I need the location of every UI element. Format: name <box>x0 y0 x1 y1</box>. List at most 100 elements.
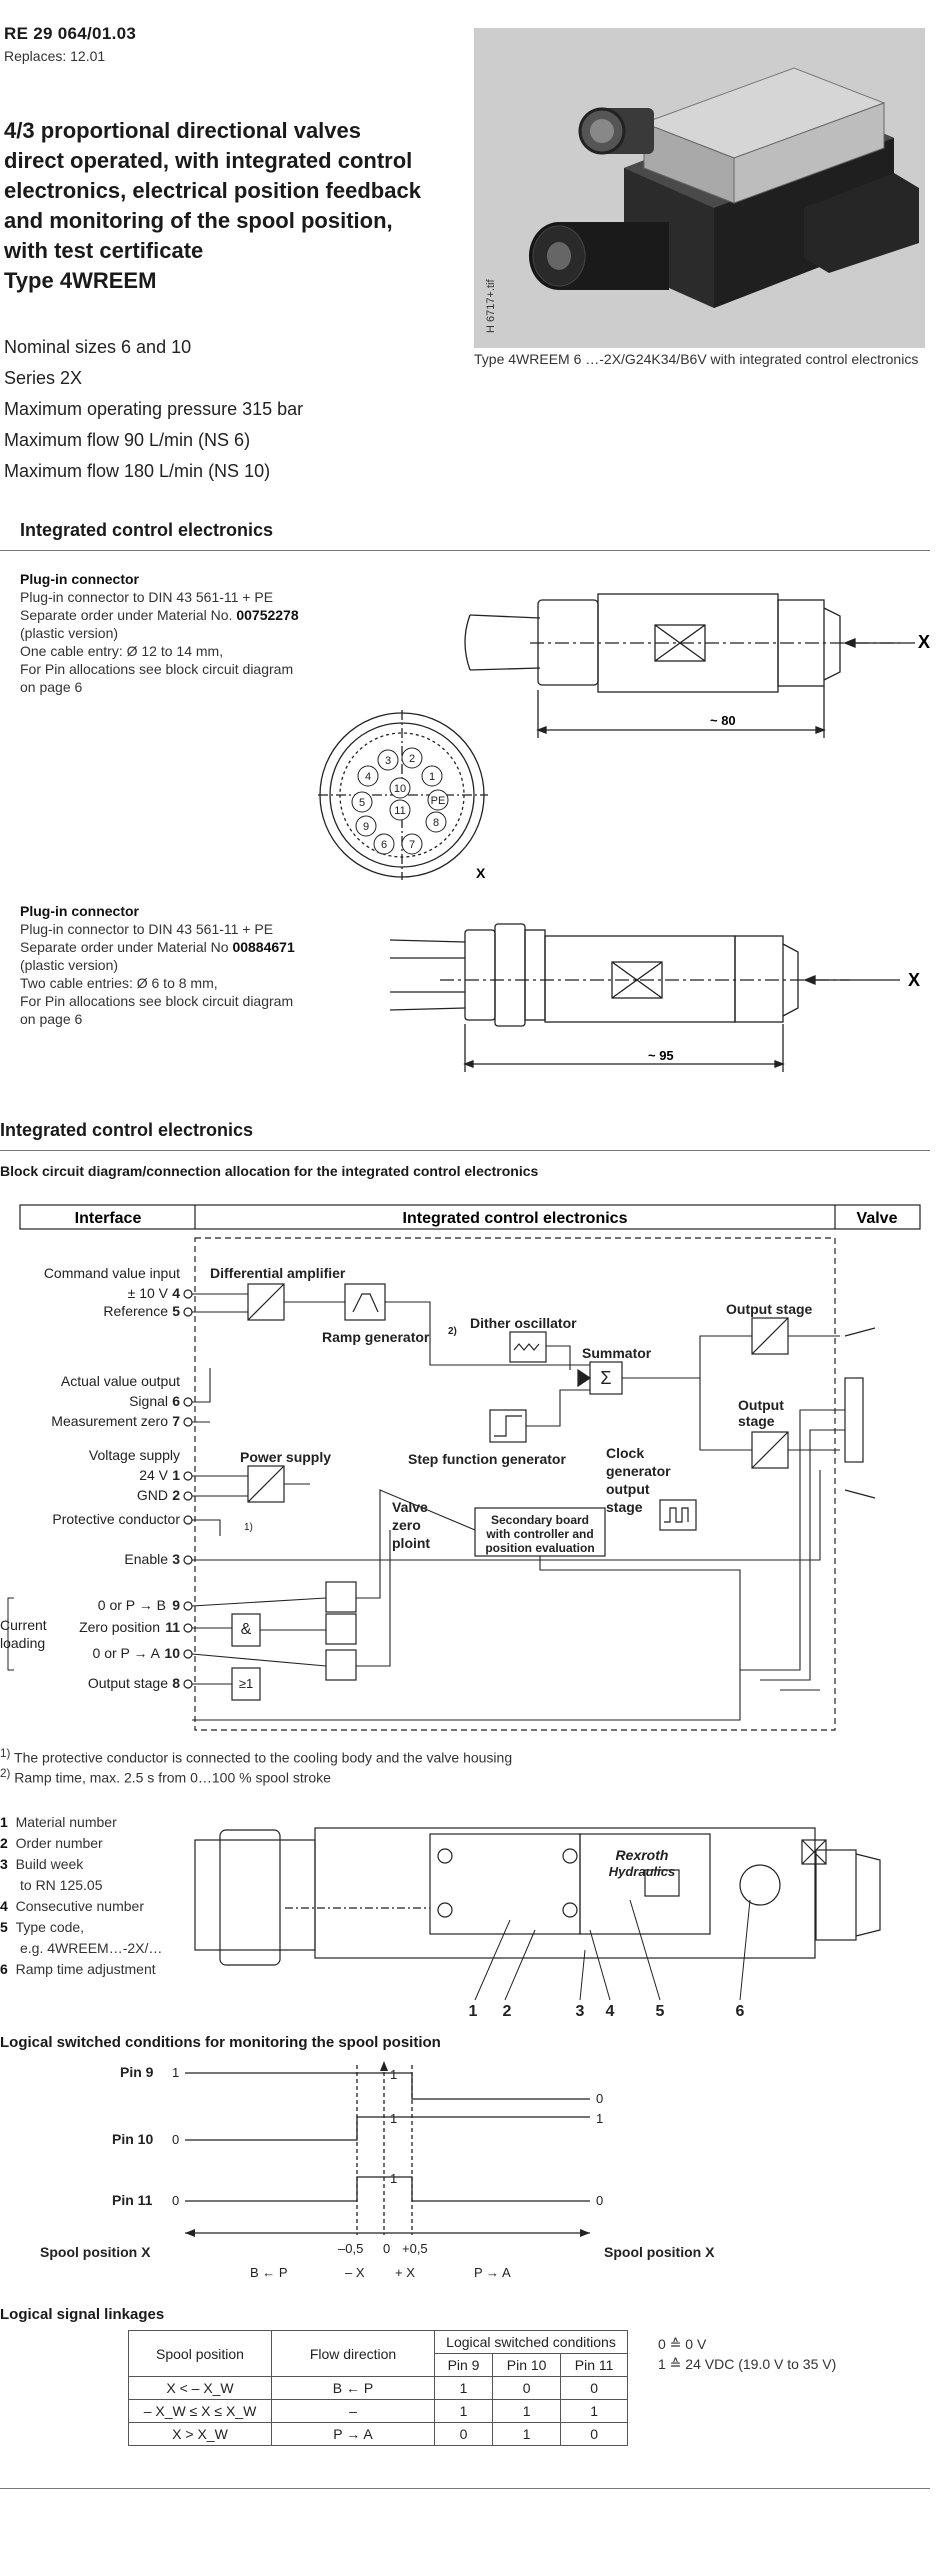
product-photo: H 6717+.tif <box>474 28 925 348</box>
legend-text: Consecutive number <box>15 1898 144 1914</box>
pin-8: 8 <box>172 1675 180 1691</box>
photo-code: H 6717+.tif <box>485 279 497 333</box>
connector2-line: For Pin allocations see block circuit di… <box>20 993 294 1009</box>
pin11-label: Pin 11 <box>112 2192 153 2208</box>
label-vs: Voltage supply <box>89 1447 180 1463</box>
spec-item: Maximum flow 180 L/min (NS 10) <box>4 461 271 481</box>
photo-caption: Type 4WREEM 6 …-2X/G24K34/B6V with integ… <box>474 351 919 367</box>
connector1-line: One cable entry: Ø 12 to 14 mm, <box>20 643 224 659</box>
pin-3: 3 <box>172 1551 180 1567</box>
connector1-title: Plug-in connector <box>20 571 139 587</box>
pin9-label: Pin 9 <box>120 2064 154 2080</box>
material-number: 00752278 <box>236 607 299 623</box>
ramp-footnote-ref: 2) <box>448 1326 457 1337</box>
pin-4: 4 <box>172 1285 180 1301</box>
block-summator: Summator <box>582 1345 652 1361</box>
pin11-level-0-right: 0 <box>596 2193 603 2208</box>
pin-label: 4 <box>365 771 371 783</box>
label-gnd: GND <box>137 1487 168 1503</box>
cell-spool: X > X_W <box>128 2422 272 2446</box>
label-pa: P → A <box>474 2265 511 2280</box>
logic-note-0: 0 ≙ 0 V <box>658 2336 707 2352</box>
order-prefix: Separate order under Material No. <box>20 607 237 623</box>
callout-1: 1 <box>469 2003 478 2020</box>
block-secondary2: with controller and <box>485 1527 593 1541</box>
label-bp: B ← P <box>250 2265 288 2280</box>
pin-label: 11 <box>394 805 405 817</box>
connector1-line: (plastic version) <box>20 625 119 641</box>
pc-footnote-ref: 1) <box>244 1522 253 1533</box>
pin9-level-0: 0 <box>596 2091 603 2106</box>
pin-label: 6 <box>381 839 387 851</box>
cell-pin11: 0 <box>560 2376 628 2400</box>
connector2-title: Plug-in connector <box>20 903 139 919</box>
pin11-level-1: 1 <box>390 2171 397 2186</box>
table-row: X > X_W P → A 0 1 0 <box>128 2422 628 2446</box>
label-p11: Zero position <box>79 1619 160 1635</box>
block-diff-amp: Differential amplifier <box>210 1265 346 1281</box>
block-ramp: Ramp generator <box>322 1329 430 1345</box>
material-number: 00884671 <box>232 939 295 955</box>
callout-4: 4 <box>606 2003 615 2020</box>
cell-flow: P → A <box>271 2422 435 2446</box>
pin-6: 6 <box>172 1393 180 1409</box>
connector2-line: Plug-in connector to DIN 43 561-11 + PE <box>20 921 274 937</box>
block-valve-zero2: zero <box>392 1517 421 1533</box>
legend-item: 4 Consecutive number <box>0 1896 162 1917</box>
label-act2: Signal <box>129 1393 168 1409</box>
spec-item: Maximum operating pressure 315 bar <box>4 399 304 419</box>
cell-pin10: 0 <box>492 2376 562 2400</box>
label-current: Current <box>0 1617 47 1633</box>
label-xwp: + X <box>395 2265 415 2280</box>
connector2-line: Two cable entries: Ø 6 to 8 mm, <box>20 975 218 991</box>
pin-5: 5 <box>172 1303 180 1319</box>
legend-number: 3 <box>0 1856 8 1872</box>
legend-text: Ramp time adjustment <box>15 1961 156 1977</box>
title-line: direct operated, with integrated control <box>4 148 413 173</box>
tick-zero: 0 <box>383 2241 390 2256</box>
col-valve: Valve <box>857 1210 898 1227</box>
header-flow: Flow direction <box>271 2330 435 2377</box>
connector1-line: Plug-in connector to DIN 43 561-11 + PE <box>20 589 274 605</box>
block-clock2: generator <box>606 1463 671 1479</box>
cell-pin9: 1 <box>433 2399 494 2423</box>
cell-pin11: 0 <box>560 2422 628 2446</box>
label-loading: loading <box>0 1635 45 1651</box>
pin11-level-0: 0 <box>172 2193 179 2208</box>
header-pin10: Pin 10 <box>492 2353 562 2377</box>
connector2-description: Plug-in connector Plug-in connector to D… <box>20 902 360 1028</box>
block-clock4: stage <box>606 1499 643 1515</box>
legend-item: 2 Order number <box>0 1833 162 1854</box>
footnote-1: 1) The protective conductor is connected… <box>0 1745 512 1767</box>
label-p10: 0 or P → A <box>93 1645 161 1661</box>
block-output2b: stage <box>738 1413 775 1429</box>
callout-3: 3 <box>576 2003 585 2020</box>
pin-label: 3 <box>385 755 391 767</box>
tick-neg: –0,5 <box>338 2241 363 2256</box>
spec-item: Maximum flow 90 L/min (NS 6) <box>4 430 251 450</box>
legend-text: Order number <box>15 1835 103 1851</box>
pin-label: 8 <box>433 817 439 829</box>
section-heading: Integrated control electronics <box>0 1120 254 1140</box>
cell-flow: B ← P <box>271 2376 435 2400</box>
pin-label: 7 <box>409 839 415 851</box>
title-line: Type 4WREEM <box>4 268 157 293</box>
table-row: X < – X_W B ← P 1 0 0 <box>128 2376 628 2400</box>
label-pc: Protective conductor <box>52 1511 180 1527</box>
connector1-line: on page 6 <box>20 679 83 695</box>
label-meas: Measurement zero <box>51 1413 168 1429</box>
legend-item: 1 Material number <box>0 1812 162 1833</box>
section-divider <box>0 1150 930 1151</box>
legend-item: 6 Ramp time adjustment <box>0 1959 162 1980</box>
header-spool: Spool position <box>128 2330 272 2377</box>
callout-6: 6 <box>736 2003 745 2020</box>
connector1-x-label-face: X <box>476 865 486 881</box>
legend-number: 6 <box>0 1961 8 1977</box>
brand-hydraulics: Hydraulics <box>609 1864 675 1879</box>
label-ref: Reference <box>103 1303 168 1319</box>
legend-text: Build week <box>15 1856 84 1872</box>
cell-spool: – X_W ≤ X ≤ X_W <box>128 2399 272 2423</box>
header-pin9: Pin 9 <box>433 2353 494 2377</box>
cell-pin9: 1 <box>433 2376 494 2400</box>
legend-item: 5 Type code, <box>0 1917 162 1938</box>
